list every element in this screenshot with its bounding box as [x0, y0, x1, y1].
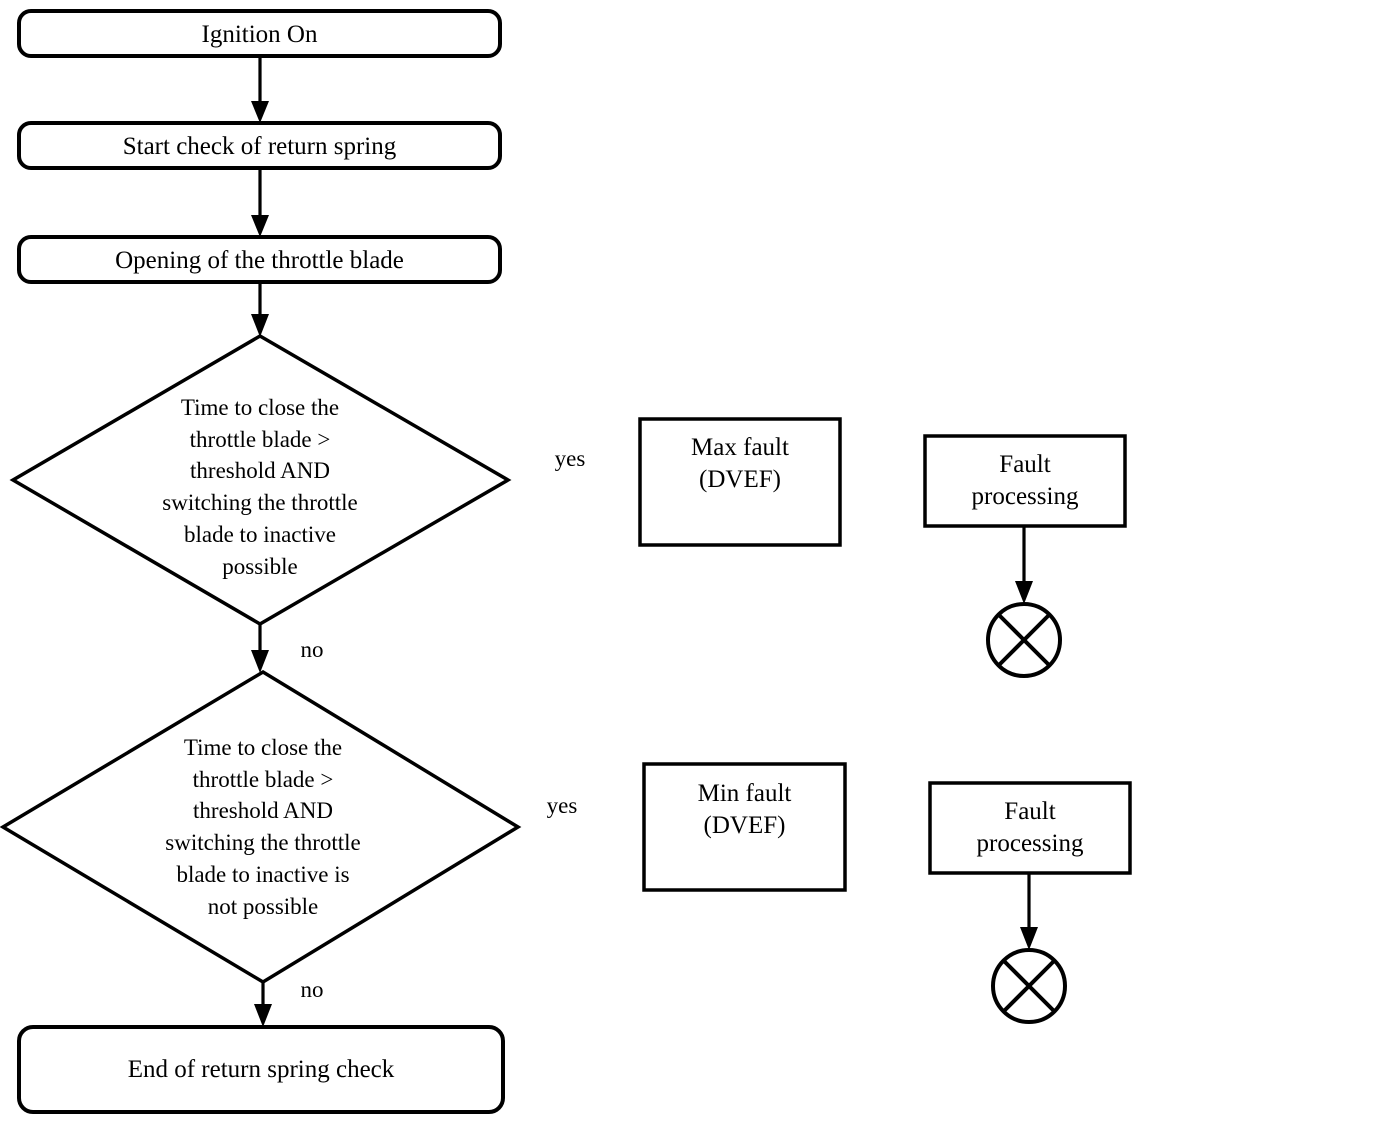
shape-start-check[interactable]: [17, 121, 502, 170]
connector-start-check-to-opening: [251, 168, 269, 237]
terminator-bottom-crossed-circle[interactable]: [991, 948, 1067, 1024]
connector-ignition-to-start-check: [251, 56, 269, 123]
shape-decision-max-fault[interactable]: [9, 333, 512, 627]
connector-decision-min-no-to-end: [254, 982, 272, 1027]
shape-min-fault[interactable]: [642, 762, 847, 892]
shape-max-fault[interactable]: [638, 417, 842, 547]
shape-fault-processing-bottom[interactable]: [928, 781, 1132, 875]
connector-fault-processing-top-to-terminator: [1015, 526, 1033, 604]
connector-opening-to-decision-max: [251, 282, 269, 337]
terminator-top-crossed-circle[interactable]: [986, 602, 1062, 678]
connector-fault-processing-bottom-to-terminator: [1020, 873, 1038, 950]
connector-decision-max-no-to-decision-min: [251, 624, 269, 673]
shape-fault-processing-top[interactable]: [923, 434, 1127, 528]
shape-decision-min-fault[interactable]: [0, 669, 522, 985]
shape-ignition-on[interactable]: [17, 9, 502, 58]
shape-opening-throttle-blade[interactable]: [17, 235, 502, 284]
shape-end-of-return-spring-check[interactable]: [17, 1025, 505, 1114]
